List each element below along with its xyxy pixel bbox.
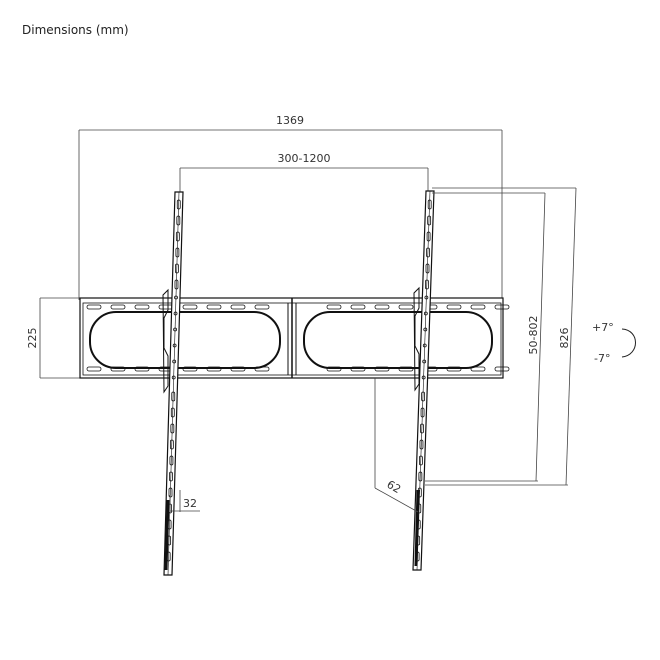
plate-height-dimension: 225 <box>26 297 82 379</box>
tilt-indicator: +7° -7° <box>592 321 636 365</box>
rail-hole <box>425 279 429 290</box>
rail-hole <box>172 359 177 364</box>
rail-hole <box>175 263 179 274</box>
plate-slot <box>206 304 222 310</box>
plate-slot <box>350 304 366 310</box>
vesa-width-label: 300-1200 <box>278 152 331 165</box>
plate-slot <box>206 366 222 372</box>
right-rail <box>412 190 435 571</box>
rail-hole <box>417 487 422 498</box>
plate-slot <box>134 366 150 372</box>
overall-height-label: 826 <box>558 328 571 349</box>
rail-hole <box>422 359 427 364</box>
rail-hole <box>167 535 172 546</box>
plate-slot <box>494 304 510 310</box>
rail-hole <box>415 551 420 562</box>
rail-hole <box>173 311 178 316</box>
rail-hole <box>170 407 175 418</box>
plate-slot <box>326 366 342 372</box>
rail-hole <box>176 199 181 210</box>
rail-hole <box>420 423 424 434</box>
rail-hole <box>168 487 173 498</box>
plate-slot <box>230 304 246 310</box>
plate-slot <box>494 366 510 372</box>
rail-hole <box>426 247 430 258</box>
vesa-height-label: 50-802 <box>527 316 540 355</box>
rail-hole <box>171 391 176 402</box>
plate-slot <box>470 366 486 372</box>
left-rail <box>162 191 184 576</box>
rail-hole <box>174 295 178 300</box>
overall-width-dimension: 1369 <box>78 114 503 300</box>
rail-hole <box>422 343 427 348</box>
plate-slot <box>254 304 270 310</box>
rail-hole <box>169 455 174 466</box>
rail-hole <box>423 327 428 332</box>
plate-slot <box>86 304 102 310</box>
rail-hole <box>169 471 173 482</box>
wall-plate <box>79 297 510 379</box>
rail-hole <box>171 375 176 380</box>
rail-hole <box>424 295 429 300</box>
diagram-title: Dimensions (mm) <box>22 23 129 37</box>
plate-slot <box>110 304 126 310</box>
rail-depth-dimension: 32 <box>169 490 200 512</box>
rail-hole <box>166 551 171 562</box>
overall-width-label: 1369 <box>276 114 304 127</box>
rail-hole <box>419 455 423 466</box>
rail-hole <box>419 439 424 450</box>
rail-hole <box>426 231 431 242</box>
tilt-arc-icon <box>621 328 636 358</box>
wall-distance-label: 62 <box>384 478 403 496</box>
overall-height-dimension: 826 <box>425 187 577 486</box>
plate-slot <box>446 366 462 372</box>
plate-slot <box>398 304 414 310</box>
plate-slot <box>182 366 198 372</box>
plate-slot <box>134 304 150 310</box>
rail-hole <box>427 215 432 226</box>
rail-hole <box>167 519 172 530</box>
wall-distance-dimension: 62 <box>374 378 419 513</box>
plate-slot <box>350 366 366 372</box>
plate-slot <box>86 366 102 372</box>
rail-hole <box>416 535 421 546</box>
tilt-up-label: +7° <box>592 321 614 334</box>
vesa-width-dimension: 300-1200 <box>179 152 429 192</box>
rail-hole <box>176 215 181 226</box>
plate-slot <box>470 304 486 310</box>
rail-hole <box>416 519 421 530</box>
rail-hole <box>172 343 177 348</box>
plate-slot <box>326 304 342 310</box>
rail-hole <box>421 375 426 380</box>
rail-hole <box>425 263 430 274</box>
rail-hole <box>423 311 428 316</box>
rail-hole <box>169 439 174 450</box>
plate-slot <box>182 304 198 310</box>
rail-hole <box>175 231 180 242</box>
rail-hole <box>173 327 177 332</box>
plate-slot <box>254 366 270 372</box>
rail-hole <box>427 199 432 210</box>
plate-slot <box>374 366 390 372</box>
plate-slot <box>110 366 126 372</box>
rail-hole <box>421 391 426 402</box>
rail-hole <box>420 407 425 418</box>
plate-slot <box>374 304 390 310</box>
vesa-height-dimension: 50-802 <box>425 192 546 482</box>
plate-slot <box>230 366 246 372</box>
rail-hole <box>170 423 175 434</box>
rail-hole <box>417 503 422 514</box>
plate-slot <box>398 366 414 372</box>
rail-depth-label: 32 <box>183 497 197 510</box>
rail-hole <box>174 279 179 290</box>
plate-height-label: 225 <box>26 328 39 349</box>
tilt-down-label: -7° <box>594 352 610 365</box>
plate-slot <box>446 304 462 310</box>
rail-hole <box>418 471 423 482</box>
rail-hole <box>175 247 180 258</box>
